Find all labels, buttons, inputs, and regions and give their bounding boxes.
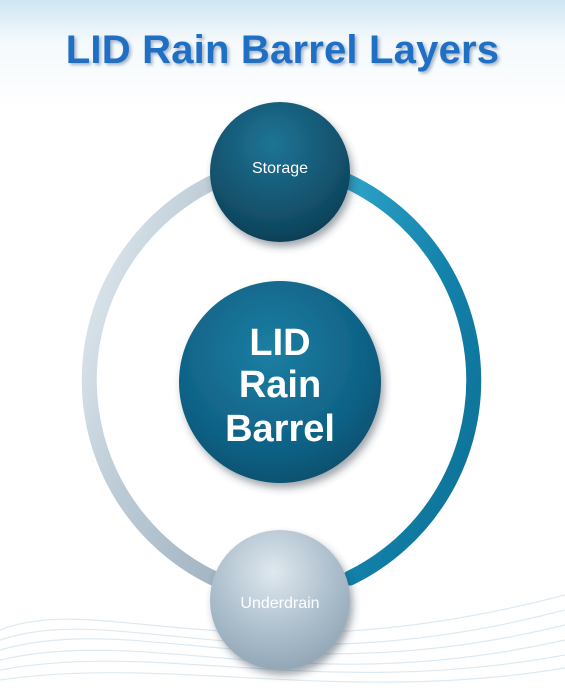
cycle-arc-right <box>337 172 482 586</box>
storage-label: Storage <box>252 160 308 177</box>
storage-node: Storage <box>210 102 350 242</box>
center-label-line3: Barrel <box>225 408 335 450</box>
underdrain-node: Underdrain <box>210 530 350 670</box>
cycle-arc-left <box>81 172 226 586</box>
center-label-line2: Rain <box>239 364 321 406</box>
center-label-line1: LID <box>249 322 310 364</box>
underdrain-label: Underdrain <box>240 595 319 612</box>
background-waves <box>0 594 565 683</box>
page-title: LID Rain Barrel Layers <box>65 28 500 72</box>
center-node: LID Rain Barrel <box>179 281 381 483</box>
